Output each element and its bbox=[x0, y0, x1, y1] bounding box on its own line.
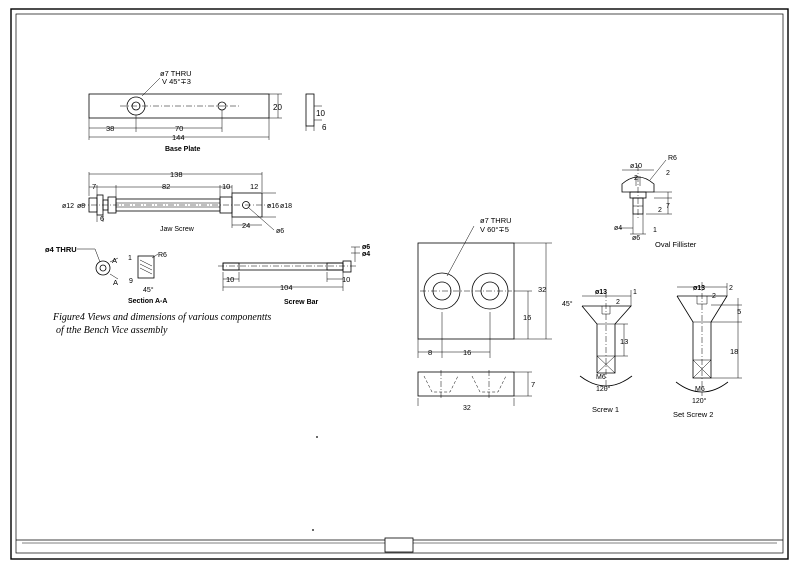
screw1-dim-2: 2 bbox=[616, 299, 620, 306]
jaw-screw-dim-dia16: ø16 bbox=[267, 203, 279, 210]
jaw-screw-dim-24: 24 bbox=[242, 221, 250, 230]
jaw-screw-dim-hole6: ø6 bbox=[276, 228, 284, 235]
base-plate-view: ø7 THRU V 45°∓3 20 38 70 144 Base Plate … bbox=[88, 69, 327, 153]
jaw-screw-dim-10: 10 bbox=[222, 182, 230, 191]
oval-fillister-dim-1: 1 bbox=[653, 227, 657, 234]
jaw-screw-dim-total: 138 bbox=[170, 170, 183, 179]
screw-bar-view: ø6 ø4 10 10 104 Screw Bar bbox=[218, 244, 370, 306]
jaw-screw-dim-12: 12 bbox=[250, 182, 258, 191]
jaw-screw-dim-7: 7 bbox=[92, 182, 96, 191]
title-block-tab bbox=[384, 537, 414, 553]
section-title: Section A-A bbox=[128, 298, 167, 305]
set-screw2-dim-18: 18 bbox=[730, 347, 738, 356]
screw1-dim-45: 45° bbox=[562, 300, 573, 308]
set-screw2-view: ø13 2 2 5 18 M6 120° Set Screw 2 bbox=[673, 282, 742, 419]
screw-bar-dim-10-left: 10 bbox=[226, 275, 234, 284]
screw-bar-dim-dia4: ø4 bbox=[362, 251, 370, 258]
screw-bar-dim-10-right: 10 bbox=[342, 275, 350, 284]
oval-fillister-title: Oval Fillister bbox=[655, 240, 697, 249]
section-dim-r6: R6 bbox=[158, 252, 167, 259]
set-screw2-dim-2b: 2 bbox=[712, 293, 716, 300]
jaw-plate-dim-16-bottom: 16 bbox=[463, 348, 471, 357]
jaw-screw-dim-82: 82 bbox=[162, 182, 170, 191]
jaw-plate-dim-32-cut: 32 bbox=[463, 405, 471, 412]
jaw-plate-view: ø7 THRU V 60°∓5 32 16 8 16 7 32 bbox=[417, 216, 552, 412]
set-screw2-dim-dia13: ø13 bbox=[693, 285, 705, 292]
section-dim-9: 9 bbox=[129, 278, 133, 285]
set-screw2-angle: 120° bbox=[692, 397, 707, 405]
jaw-screw-dim-6: 6 bbox=[100, 214, 104, 223]
inner-border bbox=[15, 13, 784, 554]
oval-fillister-dim-7: 7 bbox=[666, 203, 670, 210]
section-dim-1: 1 bbox=[128, 255, 132, 262]
screw1-dim-1: 1 bbox=[633, 289, 637, 296]
jaw-plate-hole-note-2: V 60°∓5 bbox=[480, 225, 509, 234]
screw1-view: ø13 1 2 45° 13 M6 120° Screw 1 bbox=[562, 289, 637, 414]
oval-fillister-view: ø10 R6 2 2 7 2 1 ø4 ø6 Oval Fillister bbox=[614, 155, 697, 249]
jaw-plate-dim-16-right: 16 bbox=[523, 313, 531, 322]
jaw-plate-hole-note-1: ø7 THRU bbox=[480, 216, 512, 225]
screw1-title: Screw 1 bbox=[592, 405, 619, 414]
base-plate-dim-center: 70 bbox=[175, 124, 183, 133]
oval-fillister-dim-2c: 2 bbox=[658, 207, 662, 214]
section-label-a-top: A bbox=[112, 256, 117, 265]
oval-fillister-dim-2b: 2 bbox=[666, 170, 670, 177]
jaw-screw-dim-dia18: ø18 bbox=[280, 203, 292, 210]
oval-fillister-dim-dia10: ø10 bbox=[630, 163, 642, 170]
oval-fillister-dim-r6: R6 bbox=[668, 155, 677, 162]
base-plate-dim-total: 144 bbox=[172, 133, 185, 142]
outer-border bbox=[10, 8, 789, 560]
screw-bar-dim-104: 104 bbox=[280, 283, 293, 292]
set-screw2-dim-2a: 2 bbox=[729, 285, 733, 292]
screw1-thread: M6 bbox=[596, 374, 606, 381]
base-plate-dim-left: 38 bbox=[106, 124, 114, 133]
jaw-plate-dim-32: 32 bbox=[538, 285, 546, 294]
section-hole-note: ø4 THRU bbox=[45, 245, 77, 254]
base-plate-dim-height: 20 bbox=[273, 103, 282, 112]
jaw-screw-view: 138 7 82 10 12 ø12 ø8 ø16 ø18 6 24 ø6 Ja… bbox=[62, 170, 292, 235]
section-dim-45: 45° bbox=[143, 286, 154, 294]
jaw-plate-dim-7: 7 bbox=[531, 380, 535, 389]
jaw-screw-title: Jaw Screw bbox=[160, 226, 195, 233]
oval-fillister-dim-2a: 2 bbox=[634, 175, 638, 182]
section-view: ø4 THRU A A R6 1 9 45° Section A-A bbox=[45, 245, 167, 305]
screw1-dim-dia13: ø13 bbox=[595, 289, 607, 296]
set-screw2-thread: M6 bbox=[695, 386, 705, 393]
figure-caption-line2: of tthe Bench Vice assembly bbox=[56, 325, 168, 336]
figure-caption-line1: Figure4 Views and dimensions of various … bbox=[52, 312, 271, 323]
oval-fillister-dim-dia4: ø4 bbox=[614, 225, 622, 232]
section-label-a-bottom: A bbox=[113, 278, 118, 287]
base-plate-hole-note-1: ø7 THRU bbox=[160, 69, 192, 78]
screw1-dim-13: 13 bbox=[620, 337, 628, 346]
set-screw2-title: Set Screw 2 bbox=[673, 410, 713, 419]
base-plate-dim-side-thk: 10 bbox=[316, 109, 325, 118]
base-plate-title: Base Plate bbox=[165, 146, 201, 153]
screw1-angle: 120° bbox=[596, 385, 611, 393]
jaw-plate-dim-8: 8 bbox=[428, 348, 432, 357]
set-screw2-dim-5: 5 bbox=[737, 307, 741, 316]
jaw-screw-dim-dia12: ø12 bbox=[62, 203, 74, 210]
base-plate-dim-side-w: 6 bbox=[322, 123, 327, 132]
oval-fillister-dim-dia6: ø6 bbox=[632, 235, 640, 242]
screw-bar-dim-dia6: ø6 bbox=[362, 244, 370, 251]
base-plate-hole-note-2: V 45°∓3 bbox=[162, 77, 191, 86]
jaw-screw-dim-dia8: ø8 bbox=[77, 203, 85, 210]
screw-bar-title: Screw Bar bbox=[284, 299, 319, 306]
